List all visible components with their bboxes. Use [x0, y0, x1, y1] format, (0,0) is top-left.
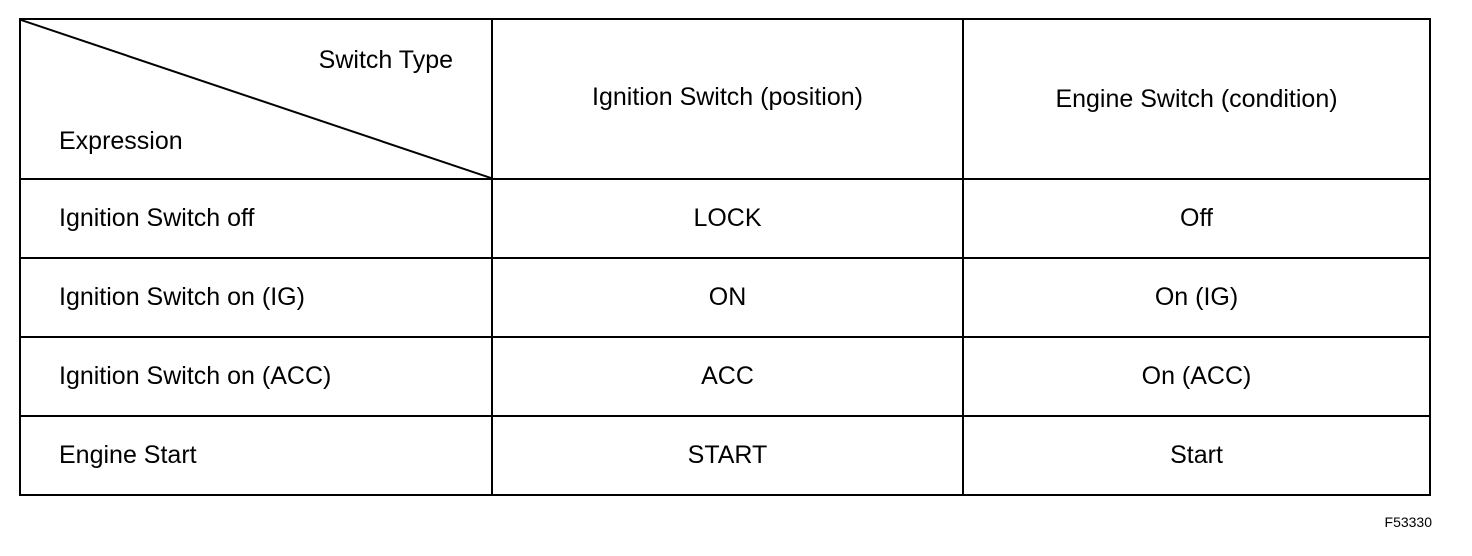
ignition-position-cell: ACC [491, 336, 964, 417]
expression-cell: Ignition Switch on (IG) [19, 257, 493, 338]
ignition-position-cell: LOCK [491, 178, 964, 259]
expression-cell: Engine Start [19, 415, 493, 496]
engine-condition-cell: On (ACC) [962, 336, 1431, 417]
ignition-position-cell: ON [491, 257, 964, 338]
ignition-switch-header: Ignition Switch (position) [491, 18, 964, 180]
switch-expression-table: Switch Type Expression Ignition Switch (… [19, 18, 1431, 496]
table-row: Ignition Switch on (ACC) ACC On (ACC) [19, 336, 1431, 417]
engine-condition-cell: Off [962, 178, 1431, 259]
table-row: Engine Start START Start [19, 415, 1431, 496]
switch-type-label: Switch Type [318, 46, 453, 74]
engine-condition-cell: Start [962, 415, 1431, 496]
table-row: Ignition Switch on (IG) ON On (IG) [19, 257, 1431, 338]
expression-cell: Ignition Switch on (ACC) [19, 336, 493, 417]
expression-cell: Ignition Switch off [19, 178, 493, 259]
figure-id: F53330 [1384, 514, 1432, 530]
diagonal-divider [21, 20, 491, 178]
expression-label: Expression [59, 127, 183, 155]
diagonal-header-cell: Switch Type Expression [19, 18, 493, 180]
engine-switch-header: Engine Switch (condition) [962, 18, 1431, 180]
table-row: Ignition Switch off LOCK Off [19, 178, 1431, 259]
table-header-row: Switch Type Expression Ignition Switch (… [19, 18, 1431, 180]
engine-condition-cell: On (IG) [962, 257, 1431, 338]
ignition-position-cell: START [491, 415, 964, 496]
